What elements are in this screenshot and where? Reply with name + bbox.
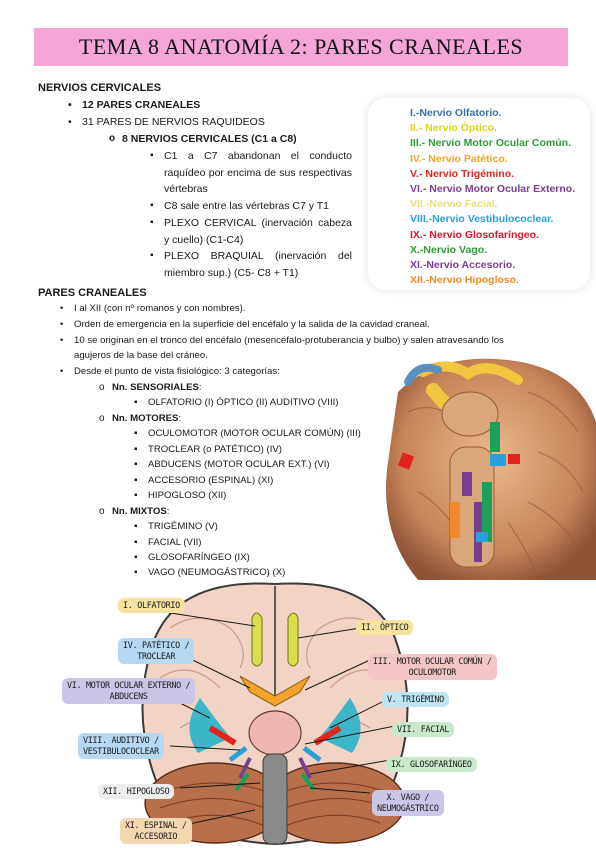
- label-mixtos: Nn. MIXTOS: [112, 506, 167, 517]
- item-motores-2: TROCLEAR (o PATÉTICO) (IV): [134, 442, 282, 458]
- bullet-i-xii: I al XII (con nº romanos y con nombres).: [60, 301, 246, 317]
- bullet-fisiologico: Desde el punto de vista fisiológico: 3 c…: [60, 364, 280, 380]
- cranial-nerves-diagram: [137, 582, 409, 846]
- tag-vago-line1: X. VAGO /: [386, 792, 430, 802]
- tag-accesorio-line2: ACCESORIO: [134, 831, 178, 841]
- tag-vago: X. VAGO / NEUMOGÁSTRICO: [372, 790, 444, 816]
- item-mixtos-2: FACIAL (VII): [134, 535, 201, 551]
- label-motores: Nn. MOTORES: [112, 413, 179, 424]
- category-mixtos: Nn. MIXTOS:: [99, 504, 169, 520]
- nerve-legend-item: X.-Nervio Vago.: [410, 243, 488, 256]
- category-motores: Nn. MOTORES:: [99, 411, 181, 427]
- nerve-legend-item: I.-Nervio Olfatorio.: [410, 107, 502, 119]
- nerve-legend-item: XII.-Nervio Hipogloso.: [410, 274, 520, 287]
- bullet-8-cervicales: 8 NERVIOS CERVICALES (C1 a C8): [109, 132, 297, 146]
- nerve-legend-item: VII.-Nervio Facial.: [410, 198, 498, 211]
- category-sensoriales: Nn. SENSORIALES:: [99, 380, 201, 396]
- sub-bullet-c1-c7: C1 a C7 abandonan el conducto raquídeo p…: [150, 148, 352, 198]
- tag-patetico: IV. PATÉTICO / TROCLEAR: [118, 638, 195, 664]
- tag-accesorio-line1: XI. ESPINAL /: [125, 820, 187, 830]
- item-motores-1: OCULOMOTOR (MOTOR OCULAR COMÚN) (III): [134, 426, 361, 442]
- nerve-legend-list: I.-Nervio Olfatorio. II.- Nervio Óptico. I…: [410, 106, 575, 288]
- nerve-legend-item: VIII.-Nervio Vestibulococlear.: [410, 213, 554, 226]
- tag-patetico-line1: IV. PATÉTICO /: [123, 640, 190, 650]
- nerve-legend-item: III.- Nervio Motor Ocular Común.: [410, 137, 572, 150]
- tag-facial: VII. FACIAL: [392, 722, 455, 737]
- nerve-legend-box: [368, 98, 590, 290]
- tag-hipogloso: XII. HIPOGLOSO: [98, 784, 175, 799]
- sub-bullet-plexo-braquial: PLEXO BRAQUIAL (inervación del miembro s…: [150, 248, 352, 281]
- nerve-legend-item: VI.- Nervio Motor Ocular Externo.: [410, 183, 576, 196]
- tag-patetico-line2: TROCLEAR: [137, 651, 176, 661]
- sub-bullet-c8: C8 sale entre las vértebras C7 y T1: [150, 199, 329, 213]
- nerve-legend-item: V.- Nervio Trigémino.: [410, 167, 515, 180]
- nerve-legend-item: XI.-Nervio Accesorio.: [410, 259, 516, 272]
- bullet-31-pares: 31 PARES DE NERVIOS RAQUIDEOS: [68, 115, 265, 129]
- nerve-legend-item: IX.- Nervio Glosofaríngeo.: [410, 228, 539, 241]
- sub-bullet-plexo-cervical: PLEXO CERVICAL (inervación cabeza y cuel…: [150, 215, 352, 248]
- section-heading-cervicales: NERVIOS CERVICALES: [38, 82, 162, 94]
- item-mixtos-1: TRIGÉMINO (V): [134, 519, 218, 535]
- tag-vago-line2: NEUMOGÁSTRICO: [377, 803, 439, 813]
- tag-motor-ocular-externo-line2: ABDUCENS: [109, 691, 148, 701]
- item-motores-3: ABDUCENS (MOTOR OCULAR EXT.) (VI): [134, 457, 330, 473]
- bullet-orden: Orden de emergencia en la superficie del…: [60, 317, 430, 333]
- title-banner: TEMA 8 ANATOMÍA 2: PARES CRANEALES: [34, 28, 568, 66]
- nerve-legend-item: II.- Nervio Óptico.: [410, 122, 497, 135]
- bullet-10-originan-cont: agujeros de la base del cráneo.: [74, 350, 208, 361]
- item-motores-5: HIPOGLOSO (XII): [134, 488, 226, 504]
- tag-glosofaringeo: IX. GLOSOFARÍNGEO: [386, 757, 477, 772]
- label-sensoriales: Nn. SENSORIALES: [112, 382, 199, 393]
- tag-accesorio: XI. ESPINAL / ACCESORIO: [120, 818, 192, 844]
- bullet-12-pares: 12 PARES CRANEALES: [68, 98, 200, 112]
- tag-vestibulococlear-line2: VESTIBULOCOCLEAR: [83, 746, 159, 756]
- brainstem-illustration: [386, 358, 596, 580]
- section-heading-pares: PARES CRANEALES: [38, 287, 147, 299]
- tag-vestibulococlear: VIII. AUDITIVO / VESTIBULOCOCLEAR: [78, 733, 164, 759]
- tag-motor-ocular-comun-line2: OCULOMOTOR: [408, 667, 457, 677]
- nerve-legend-item: IV.- Nervio Patético.: [410, 152, 508, 165]
- item-mixtos-4: VAGO (NEUMOGÁSTRICO) (X): [134, 565, 285, 581]
- item-sensoriales-1: OLFATORIO (I) ÓPTICO (II) AUDITIVO (VIII…: [134, 395, 339, 411]
- tag-motor-ocular-externo: VI. MOTOR OCULAR EXTERNO / ABDUCENS: [62, 678, 196, 704]
- tag-vestibulococlear-line1: VIII. AUDITIVO /: [83, 735, 159, 745]
- tag-motor-ocular-comun-line1: III. MOTOR OCULAR COMÚN /: [373, 656, 492, 666]
- item-mixtos-3: GLOSOFARÍNGEO (IX): [134, 550, 250, 566]
- tag-olfatorio: I. OLFATORIO: [118, 598, 185, 613]
- bullet-10-originan: 10 se originan en el tronco del encéfalo…: [60, 333, 504, 349]
- tag-motor-ocular-comun: III. MOTOR OCULAR COMÚN / OCULOMOTOR: [368, 654, 497, 680]
- page-title: TEMA 8 ANATOMÍA 2: PARES CRANEALES: [78, 34, 524, 59]
- tag-trigemino: V. TRIGÉMINO: [382, 692, 449, 707]
- tag-optico: II. ÓPTICO: [356, 620, 414, 635]
- item-motores-4: ACCESORIO (ESPINAL) (XI): [134, 473, 273, 489]
- tag-motor-ocular-externo-line1: VI. MOTOR OCULAR EXTERNO /: [67, 680, 191, 690]
